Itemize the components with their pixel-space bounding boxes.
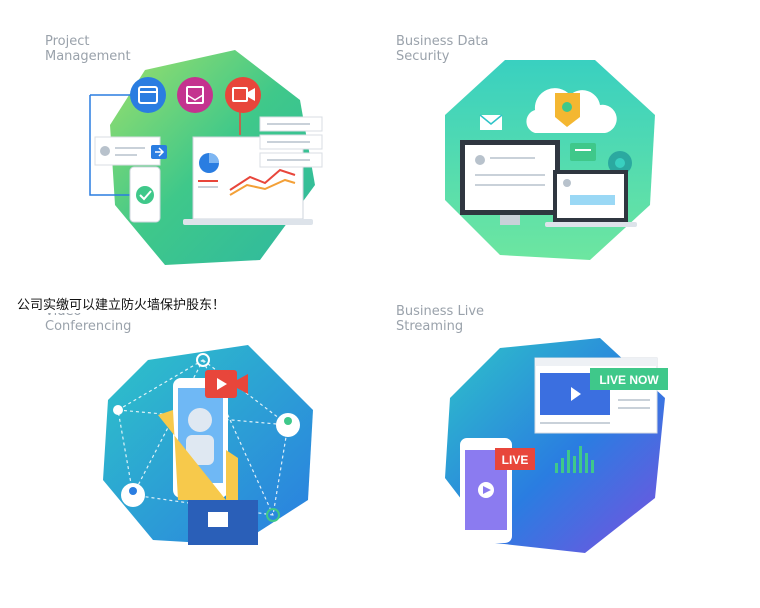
video-conferencing-illustration	[103, 345, 313, 545]
laptop-dashboard	[183, 136, 313, 225]
mail-document-icon	[177, 77, 213, 113]
live-now-badge: LIVE NOW	[590, 368, 668, 390]
panel-title-project-management: Project Management	[45, 34, 131, 64]
network-node	[266, 508, 280, 522]
play-icon	[483, 486, 491, 494]
live-streaming-illustration: LIVE NOW LIVE	[445, 338, 668, 553]
chat-icon	[570, 143, 596, 161]
panel-title-business-live-streaming: Business Live Streaming	[396, 304, 484, 334]
gear-icon	[608, 151, 632, 175]
video-camera-icon	[205, 370, 248, 398]
live-now-label: LIVE NOW	[599, 373, 659, 387]
title-line: Project	[45, 34, 90, 49]
panel-title-business-data-security: Business Data Security	[396, 34, 489, 64]
title-line: Business Data	[396, 34, 489, 49]
title-line: Conferencing	[45, 319, 132, 334]
mail-icon	[479, 114, 503, 130]
project-management-illustration	[89, 50, 323, 265]
title-line: Management	[45, 49, 131, 64]
network-node	[196, 353, 210, 367]
list-panel	[259, 116, 323, 168]
laptop	[545, 170, 637, 227]
title-line: Security	[396, 49, 450, 64]
hand	[158, 410, 258, 545]
shield-lock-icon	[555, 93, 580, 127]
live-badge: LIVE	[495, 448, 535, 470]
title-line: Business Live	[396, 304, 485, 319]
network-node	[113, 405, 123, 415]
user-avatar-icon	[276, 413, 300, 437]
data-security-illustration	[445, 60, 655, 260]
play-icon	[571, 387, 581, 401]
monitor	[460, 140, 560, 225]
user-avatar-icon	[121, 483, 145, 507]
video-meeting-icon	[225, 77, 261, 113]
live-label: LIVE	[502, 453, 529, 467]
user-card	[94, 136, 161, 166]
calendar-icon	[130, 77, 166, 113]
arrow-right-icon	[151, 145, 167, 159]
overlay-caption: 公司实缴可以建立防火墙保护股东！	[15, 294, 228, 313]
title-line: Streaming	[396, 319, 464, 334]
phone-with-check	[129, 166, 161, 223]
audio-bars	[555, 446, 594, 473]
